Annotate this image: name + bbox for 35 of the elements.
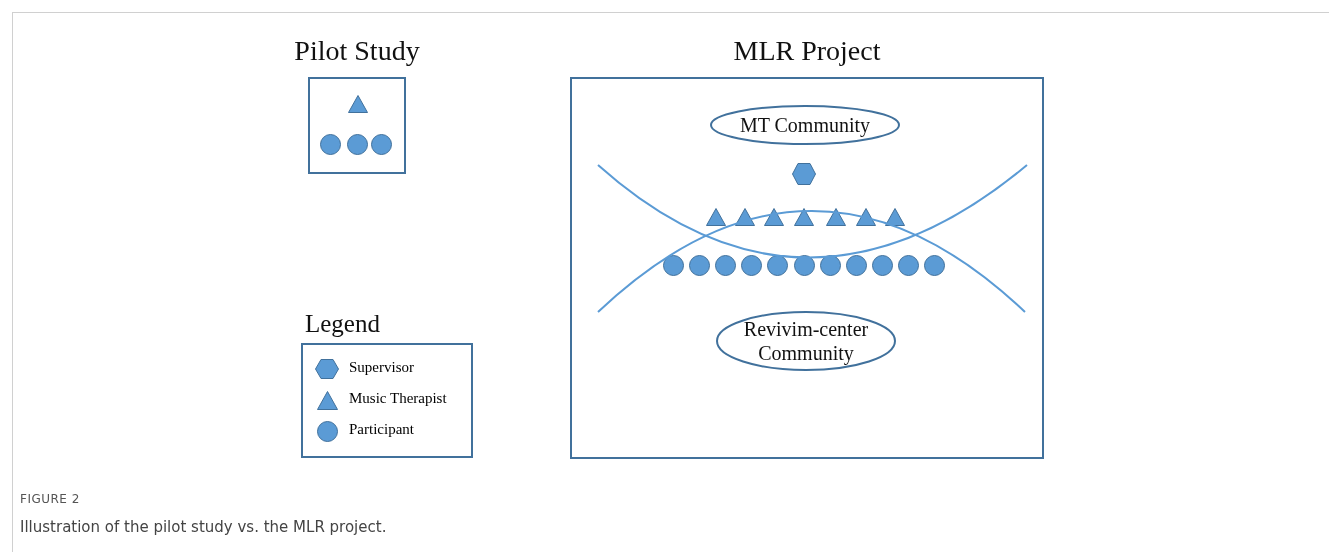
community-ellipse — [716, 311, 896, 371]
circle-marker — [766, 255, 788, 276]
circle-marker — [819, 255, 841, 276]
circle-marker — [371, 134, 392, 155]
circle-marker — [662, 255, 684, 276]
triangle-marker — [706, 208, 726, 226]
community-ellipse — [710, 105, 900, 145]
triangle-marker — [735, 208, 755, 226]
community-label: MT Community — [739, 113, 871, 137]
hexagon-marker — [792, 163, 816, 185]
circle-marker — [347, 134, 368, 155]
triangle-marker — [794, 208, 814, 226]
caption-text: Illustration of the pilot study vs. the MLR project. — [20, 518, 387, 536]
legend-label: Participant — [349, 421, 414, 438]
circle-marker — [845, 255, 867, 276]
legend-heading: Legend — [305, 310, 380, 338]
triangle-marker — [348, 95, 368, 113]
legend-label: Music Therapist — [349, 390, 447, 407]
group-heading: Pilot Study — [294, 35, 420, 67]
circle-marker — [793, 255, 815, 276]
circle-marker — [923, 255, 945, 276]
triangle-marker — [764, 208, 784, 226]
circle-marker — [897, 255, 919, 276]
triangle-marker — [885, 208, 905, 226]
figure-number: FIGURE 2 — [20, 492, 80, 506]
group-heading: MLR Project — [733, 35, 881, 67]
circle-marker — [320, 134, 341, 155]
triangle-marker — [826, 208, 846, 226]
community-label: Revivim-center Community — [742, 317, 870, 365]
circle-marker — [688, 255, 710, 276]
circle-marker — [714, 255, 736, 276]
circle-marker — [871, 255, 893, 276]
triangle-marker — [856, 208, 876, 226]
legend-label: Supervisor — [349, 359, 414, 376]
circle-marker — [740, 255, 762, 276]
